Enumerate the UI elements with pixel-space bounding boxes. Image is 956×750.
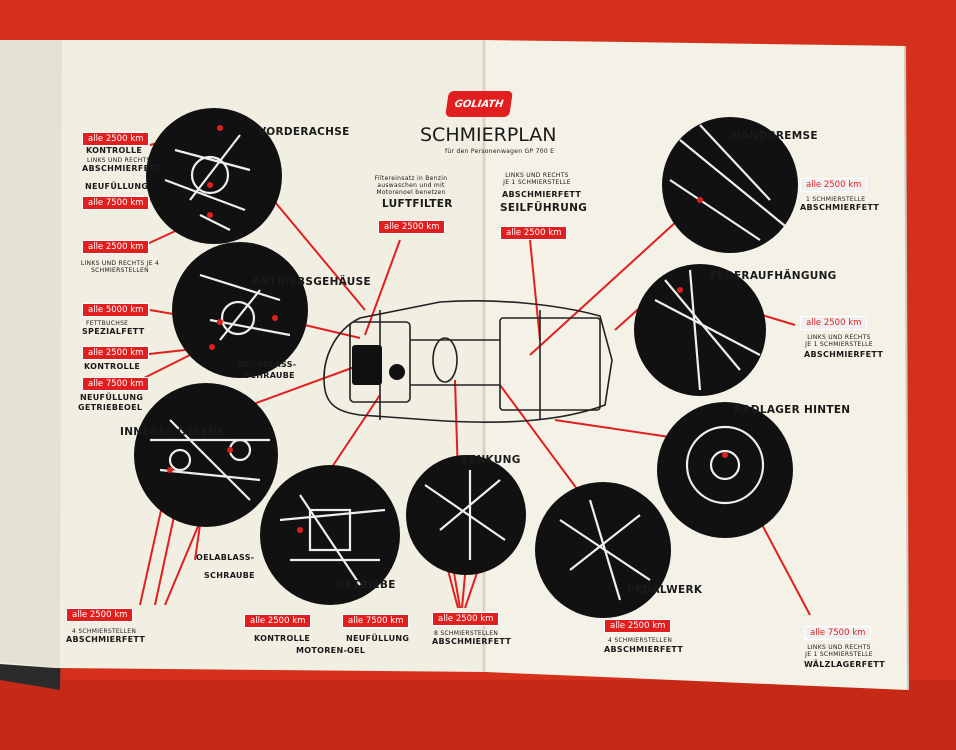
tag-vorderachse-2500: alle 2500 km xyxy=(82,132,150,146)
note-getriebeoel: GETRIEBEOEL xyxy=(78,403,143,412)
logo-text: GOLIATH xyxy=(453,98,505,110)
tag-gelenk-2500: alle 2500 km xyxy=(66,608,134,622)
note-abschmierfett-3: ABSCHMIERFETT xyxy=(502,190,582,199)
note-je1-lr: LINKS UND RECHTS JE 1 SCHMIERSTELLE xyxy=(805,334,873,348)
label-getriebe: GETRIEBE xyxy=(336,579,396,591)
left-page-edge xyxy=(0,40,62,668)
note-spezialfett: SPEZIALFETT xyxy=(82,327,145,336)
label-federaufhaengung: FEDERAUFHÄNGUNG xyxy=(710,270,837,282)
note-fettbuchse: FETTBUCHSE xyxy=(86,320,129,327)
tag-lenkung-2500: alle 2500 km xyxy=(432,612,500,626)
label-radlager: RADLAGER HINTEN xyxy=(734,404,851,416)
label-oelablass-1: OELABLASS- xyxy=(238,360,297,369)
tag-feder-2500: alle 2500 km xyxy=(800,316,868,330)
goliath-logo: GOLIATH xyxy=(445,91,513,117)
note-neufuellung-3: NEUFÜLLUNG xyxy=(346,634,410,643)
note-abschmierfett-1: ABSCHMIERFETT xyxy=(82,164,162,173)
label-seilfuehrung: SEILFÜHRUNG xyxy=(500,202,588,214)
tag-neufuellung-7500: alle 7500 km xyxy=(82,377,150,391)
label-lenkung: LENKUNG xyxy=(462,454,521,466)
note-vier-stellen: 4 SCHMIERSTELLEN xyxy=(72,628,137,635)
note-kontrolle-2: KONTROLLE xyxy=(84,362,141,371)
note-abschmierfett-2: ABSCHMIERFETT xyxy=(66,635,146,644)
note-acht-stellen: 8 SCHMIERSTELLEN xyxy=(434,630,499,637)
label-handbremse: HANDBREMSE xyxy=(732,130,818,142)
note-kontrolle-3: KONTROLLE xyxy=(254,634,311,643)
tag-seil-2500: alle 2500 km xyxy=(500,226,568,240)
circle-details xyxy=(150,124,791,601)
tag-pedal-2500: alle 2500 km xyxy=(604,619,672,633)
tag-radlager-7500: alle 7500 km xyxy=(804,626,872,640)
page-title: SCHMIERPLAN xyxy=(420,124,557,146)
tag-motor-2500: alle 2500 km xyxy=(244,614,312,628)
note-je1: 1 SCHMIERSTELLE xyxy=(806,196,866,203)
page-subtitle: für den Personenwagen GP 700 E xyxy=(445,148,555,155)
note-filter: Filtereinsatz in Benzin auswaschen und m… xyxy=(374,175,448,196)
label-oelablass-1b: SCHRAUBE xyxy=(244,371,295,380)
note-vier-stellen-2: 4 SCHMIERSTELLEN xyxy=(608,637,673,644)
tag-vorderachse-7500: alle 7500 km xyxy=(82,196,150,210)
chassis-drawing xyxy=(323,300,613,423)
note-neufuellung-2: NEUFÜLLUNG xyxy=(80,393,144,402)
tag-links-rechts-2500: alle 2500 km xyxy=(82,240,150,254)
note-seil: LINKS UND RECHTS JE 1 SCHMIERSTELLE xyxy=(503,172,571,186)
tag-luftfilter-2500: alle 2500 km xyxy=(378,220,446,234)
note-je4: LINKS UND RECHTS JE 4 SCHMIERSTELLEN xyxy=(80,260,160,274)
label-luftfilter: LUFTFILTER xyxy=(382,198,453,210)
note-waelz: WÄLZLAGERFETT xyxy=(804,660,885,669)
tag-handbremse-2500: alle 2500 km xyxy=(800,178,868,192)
lube-points xyxy=(167,125,728,533)
engine-drawing xyxy=(352,345,405,385)
note-je1-lr-2: LINKS UND RECHTS JE 1 SCHMIERSTELLE xyxy=(805,644,873,658)
label-inneres-gelenk: INNERES GELENK xyxy=(120,426,226,438)
tag-motor-7500: alle 7500 km xyxy=(342,614,410,628)
note-kontrolle-1: KONTROLLE xyxy=(86,146,143,155)
tag-kontrolle-2500: alle 2500 km xyxy=(82,346,150,360)
note-motorenoel: MOTOREN-OEL xyxy=(296,646,366,655)
note-abschmierfett-6: ABSCHMIERFETT xyxy=(804,350,884,359)
note-abschmierfett-7: ABSCHMIERFETT xyxy=(604,645,684,654)
label-vorderachse: VORDERACHSE xyxy=(258,126,350,138)
note-neufuellung-1: NEUFÜLLUNG xyxy=(85,182,149,191)
label-antriebsgehaeuse: ANTRIEBSGEHÄUSE xyxy=(252,276,371,288)
label-oelablass-2b: SCHRAUBE xyxy=(204,571,255,580)
label-oelablass-2: OELABLASS- xyxy=(196,553,255,562)
label-pedalwerk: PEDALWERK xyxy=(627,584,703,596)
note-abschmierfett-5: ABSCHMIERFETT xyxy=(800,203,880,212)
tag-fettbuchse-5000: alle 5000 km xyxy=(82,303,150,317)
note-abschmierfett-4: ABSCHMIERFETT xyxy=(432,637,512,646)
note-links-rechts-1: LINKS UND RECHTS xyxy=(87,157,151,164)
